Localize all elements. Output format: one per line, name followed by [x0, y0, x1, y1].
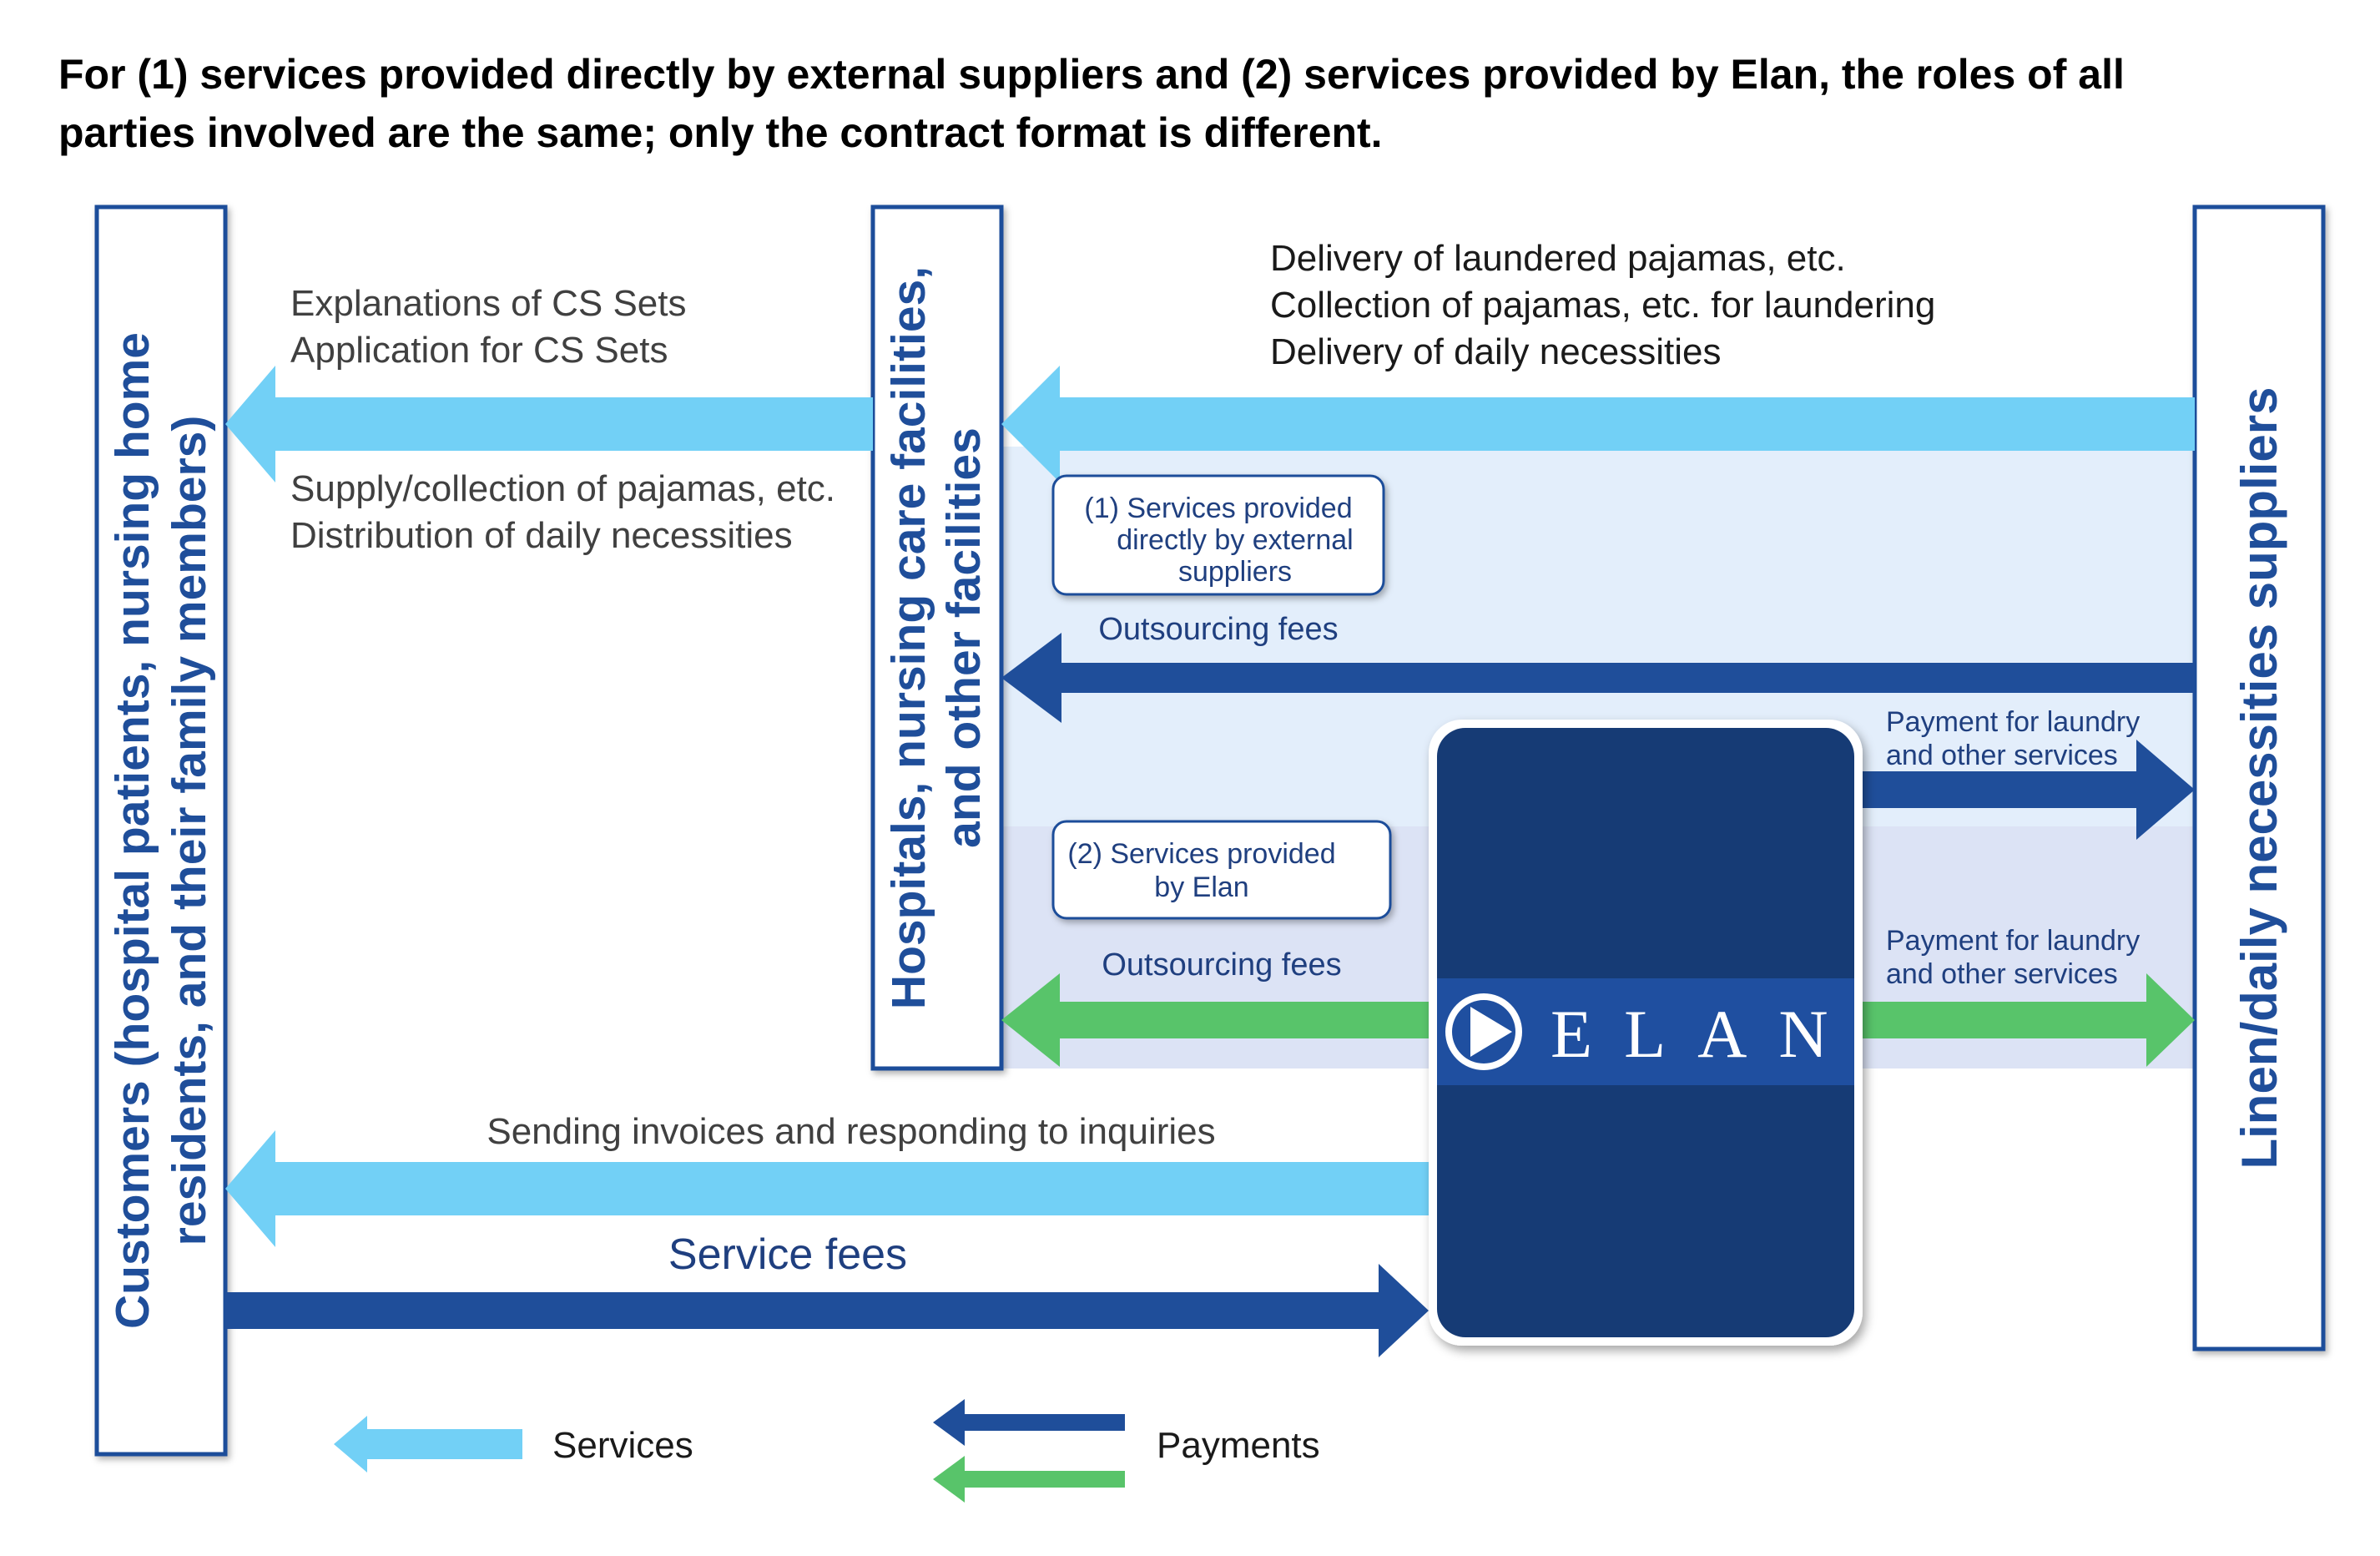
elan-logo-play-icon	[1445, 993, 1522, 1070]
label-distribution: Distribution of daily necessities	[290, 515, 793, 556]
suppliers-box	[2192, 205, 2326, 1351]
elan-logo-text: ELAN	[1551, 996, 1860, 1072]
label-service-fees: Service fees	[668, 1230, 907, 1279]
callout-case-2-line-1: (2) Services provided	[1067, 838, 1335, 870]
hospitals-box	[870, 205, 1004, 1071]
callout-case-1-line-3: suppliers	[1178, 556, 1292, 588]
label-outsourcing-fees-2: Outsourcing fees	[1102, 947, 1341, 983]
customers-label-line-1: Customers (hospital patients, nursing ho…	[106, 332, 159, 1329]
label-outsourcing-fees-1: Outsourcing fees	[1098, 612, 1338, 647]
legend-payments-label: Payments	[1157, 1425, 1320, 1466]
label-payment-1-line-2: and other services	[1886, 740, 2118, 771]
arrow-payment-hospitals-elan-outsourcing	[1001, 973, 1429, 1067]
callout-case-1-line-1: (1) Services provided	[1084, 493, 1352, 524]
arrow-payment-hospitals-to-suppliers-outsourcing	[1001, 633, 2195, 723]
label-invoices: Sending invoices and responding to inqui…	[487, 1111, 1215, 1152]
label-delivery-pajamas: Delivery of laundered pajamas, etc.	[1270, 238, 1846, 279]
label-payment-1-line-1: Payment for laundry	[1886, 706, 2140, 738]
suppliers-label: Linen/daily necessities suppliers	[2231, 386, 2287, 1169]
customers-label-line-2: residents, and their family members)	[163, 416, 216, 1246]
callout-case-1	[1051, 474, 1385, 596]
legend-services-label: Services	[552, 1425, 693, 1466]
legend-services-arrow-icon	[334, 1416, 522, 1473]
arrow-services-hospitals-to-customers	[225, 366, 873, 482]
arrow-payment-elan-to-suppliers-2	[1863, 973, 2195, 1067]
arrow-payment-customers-to-elan	[225, 1264, 1429, 1357]
callout-case-2-line-2: by Elan	[1154, 871, 1248, 903]
label-collection-pajamas: Collection of pajamas, etc. for launderi…	[1270, 285, 1935, 326]
arrow-services-elan-to-customers	[225, 1130, 1429, 1247]
title-line-1: For (1) services provided directly by ex…	[58, 51, 2125, 98]
label-payment-2-line-2: and other services	[1886, 958, 2118, 990]
hospitals-label-line-1: Hospitals, nursing care facilities,	[882, 266, 935, 1009]
arrow-services-suppliers-to-hospitals	[1001, 366, 2195, 482]
legend-payments-navy-arrow-icon	[933, 1399, 1125, 1446]
callout-case-1-line-2: directly by external	[1117, 524, 1353, 556]
legend-payments-green-arrow-icon	[933, 1456, 1125, 1503]
label-payment-2-line-1: Payment for laundry	[1886, 925, 2140, 957]
hospitals-label-line-2: and other facilities	[937, 427, 991, 848]
callout-case-2	[1051, 820, 1392, 920]
customers-box	[94, 205, 228, 1457]
label-supply-collection: Supply/collection of pajamas, etc.	[290, 468, 835, 509]
label-cs-application: Application for CS Sets	[290, 330, 668, 371]
label-cs-explanations: Explanations of CS Sets	[290, 283, 686, 324]
title-line-2: parties involved are the same; only the …	[58, 109, 1383, 156]
label-delivery-necessities: Delivery of daily necessities	[1270, 331, 1721, 372]
arrow-payment-elan-to-suppliers-1	[1863, 740, 2195, 840]
